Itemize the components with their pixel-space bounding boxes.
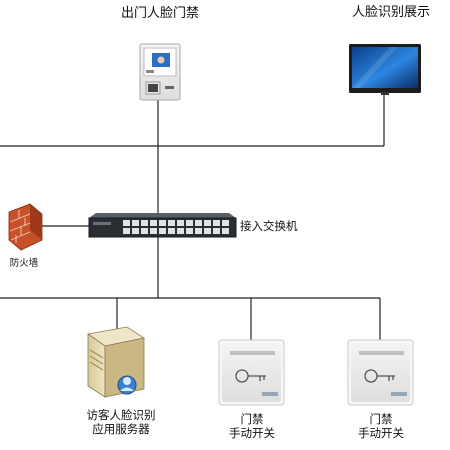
switch-port [150, 228, 157, 234]
switch-port [141, 228, 148, 234]
firewall-icon [8, 203, 43, 251]
switch-port [222, 228, 229, 234]
switch-label: 接入交换机 [240, 219, 298, 233]
monitor-icon [349, 44, 421, 95]
switch-port [168, 228, 175, 234]
switch-port [195, 220, 202, 226]
switch-port [177, 228, 184, 234]
visitor-server-label: 访客人脸识别 应用服务器 [66, 408, 176, 437]
switch-port [222, 220, 229, 226]
face-display-label: 人脸识别展示 [351, 5, 430, 20]
exit-button-icon [218, 339, 285, 406]
exit-button-icon [347, 339, 414, 406]
network-switch-icon [88, 213, 237, 238]
visitor-server-label-line2: 应用服务器 [92, 422, 150, 437]
switch-port [195, 228, 202, 234]
switch-port [213, 228, 220, 234]
door-button-2-label-line2: 手动开关 [358, 426, 404, 441]
door-button-1-label-line2: 手动开关 [229, 426, 275, 441]
switch-port [132, 228, 139, 234]
door-button-1-label-line1: 门禁 [240, 412, 264, 426]
door-button-2-label-line1: 门禁 [369, 412, 393, 426]
face-recognition-terminal-icon [139, 43, 181, 101]
visitor-server-label-line1: 访客人脸识别 [86, 408, 156, 422]
firewall-label: 防火墙 [9, 258, 39, 269]
switch-port [150, 220, 157, 226]
switch-port [168, 220, 175, 226]
switch-port [204, 220, 211, 226]
door-button-2-label: 门禁 手动开关 [341, 412, 421, 441]
switch-port [177, 220, 184, 226]
switch-port [132, 220, 139, 226]
switch-port [141, 220, 148, 226]
switch-port [159, 228, 166, 234]
switch-port [123, 220, 130, 226]
switch-port [159, 220, 166, 226]
switch-port [186, 220, 193, 226]
switch-port [204, 228, 211, 234]
door-button-1-label: 门禁 手动开关 [212, 412, 292, 441]
switch-port [123, 228, 130, 234]
switch-port [186, 228, 193, 234]
server-icon [86, 326, 146, 398]
connection-lines [0, 94, 385, 340]
switch-port [213, 220, 220, 226]
exit-face-access-label: 出门人脸门禁 [120, 6, 199, 21]
